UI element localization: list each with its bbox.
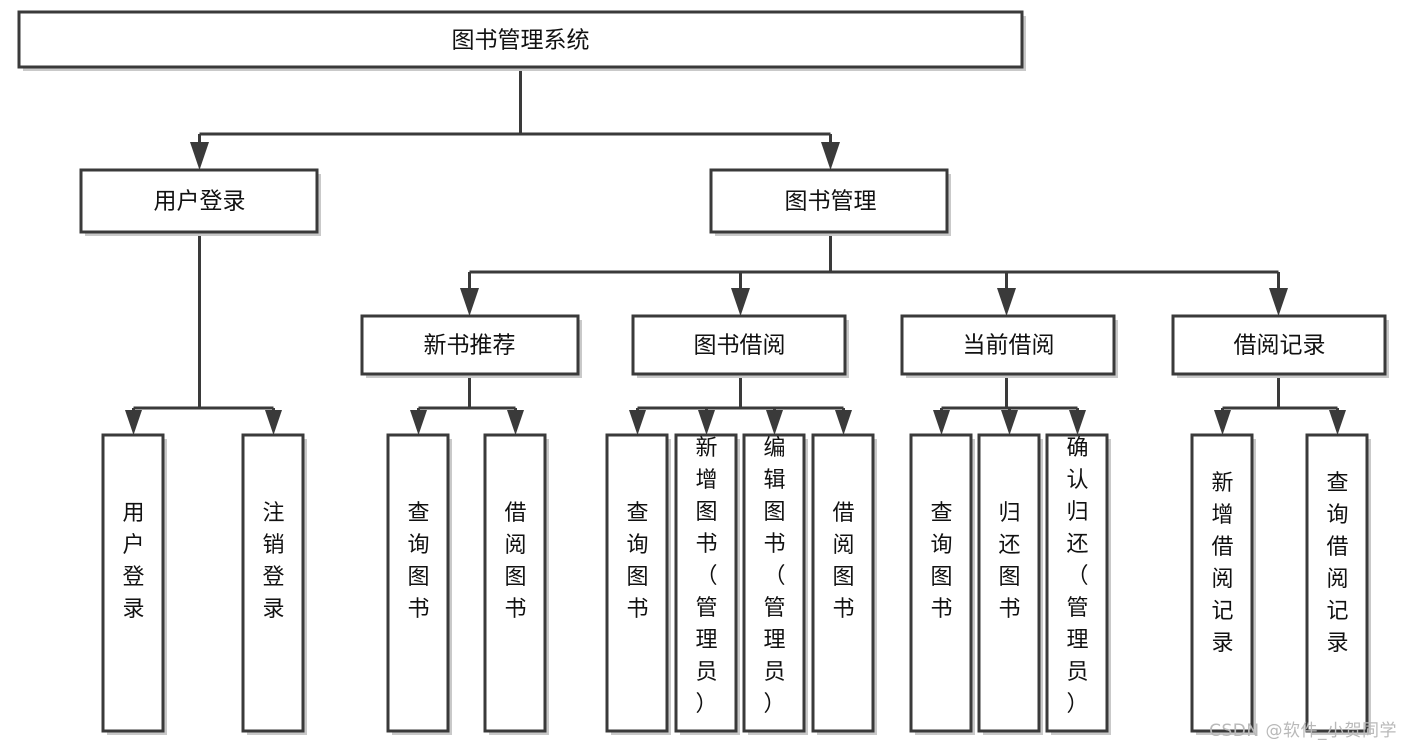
node-book-borrow[interactable]: 图书借阅	[631, 314, 849, 378]
node-leaf-query-book-1[interactable]: 查询图书	[386, 433, 452, 735]
book-manage-label: 图书管理	[785, 189, 877, 215]
leaf-add-record-label: 新增借阅记录	[1211, 471, 1233, 656]
node-borrow-record[interactable]: 借阅记录	[1171, 314, 1389, 378]
node-current-borrow[interactable]: 当前借阅	[900, 314, 1118, 378]
book-manage-box[interactable]	[709, 168, 949, 234]
leaf-query-record-label: 查询借阅记录	[1326, 471, 1348, 656]
leaf-query-book-2-label: 查询图书	[626, 501, 648, 622]
borrow-record-label: 借阅记录	[1234, 333, 1326, 359]
arrow-head-leaf-edit-book	[766, 410, 783, 435]
arrow-head-leaf-query-book-2	[629, 410, 646, 435]
leaf-return-book-box[interactable]	[977, 433, 1041, 733]
node-leaf-confirm-return[interactable]: 确认归还（管理员）	[1045, 433, 1111, 735]
arrow-head-leaf-add-record	[1214, 410, 1231, 435]
arrow-head-borrow-record	[1269, 288, 1288, 316]
leaf-borrow-book-1-box[interactable]	[483, 433, 547, 733]
leaf-query-record-box[interactable]	[1305, 433, 1369, 733]
node-user-login[interactable]: 用户登录	[79, 168, 321, 236]
node-leaf-edit-book[interactable]: 编辑图书（管理员）	[742, 433, 808, 735]
node-leaf-query-book-2[interactable]: 查询图书	[605, 433, 671, 735]
leaf-return-book-label: 归还图书	[998, 501, 1020, 622]
node-new-book-recommend[interactable]: 新书推荐	[360, 314, 582, 378]
arrow-head-leaf-user-login	[125, 410, 142, 435]
arrow-head-leaf-borrow-book-1	[507, 410, 524, 435]
node-leaf-borrow-book-1[interactable]: 借阅图书	[483, 433, 549, 735]
leaf-add-book-label: 新增图书（管理员）	[695, 436, 717, 717]
leaf-query-book-2-box[interactable]	[605, 433, 669, 733]
node-leaf-user-login[interactable]: 用户登录	[101, 433, 167, 735]
leaf-query-book-3-label: 查询图书	[930, 501, 952, 622]
node-leaf-return-book[interactable]: 归还图书	[977, 433, 1043, 735]
arrow-head-leaf-return-book	[1001, 410, 1018, 435]
new-book-recommend-box[interactable]	[360, 314, 580, 376]
arrow-head-leaf-logout-login	[265, 410, 282, 435]
leaf-user-login-label: 用户登录	[122, 501, 144, 622]
arrow-head-leaf-add-book	[698, 410, 715, 435]
leaf-borrow-book-2-box[interactable]	[811, 433, 875, 733]
book-borrow-box[interactable]	[631, 314, 847, 376]
current-borrow-label: 当前借阅	[963, 333, 1055, 359]
leaf-borrow-book-1-label: 借阅图书	[504, 501, 526, 622]
user-login-box[interactable]	[79, 168, 319, 234]
arrow-head-new-book-recommend	[460, 288, 479, 316]
leaf-confirm-return-box[interactable]	[1045, 433, 1109, 733]
arrow-head-book-manage	[821, 142, 840, 170]
leaf-user-login-box[interactable]	[101, 433, 165, 733]
leaf-query-book-1-box[interactable]	[386, 433, 450, 733]
leaf-add-book-box[interactable]	[674, 433, 738, 733]
borrow-record-box[interactable]	[1171, 314, 1387, 376]
arrow-head-book-borrow	[731, 288, 750, 316]
arrow-head-user-login	[190, 142, 209, 170]
arrow-head-current-borrow	[997, 288, 1016, 316]
book-borrow-label: 图书借阅	[694, 333, 786, 359]
node-leaf-borrow-book-2[interactable]: 借阅图书	[811, 433, 877, 735]
arrow-head-leaf-query-book-1	[410, 410, 427, 435]
arrow-head-leaf-query-book-3	[933, 410, 950, 435]
node-leaf-query-book-3[interactable]: 查询图书	[909, 433, 975, 735]
user-login-label: 用户登录	[154, 189, 246, 215]
node-leaf-logout-login[interactable]: 注销登录	[241, 433, 307, 735]
node-leaf-query-record[interactable]: 查询借阅记录	[1305, 433, 1371, 735]
root-box[interactable]	[17, 10, 1024, 69]
node-leaf-add-book[interactable]: 新增图书（管理员）	[674, 433, 740, 735]
leaf-borrow-book-2-label: 借阅图书	[832, 501, 854, 622]
leaf-logout-login-label: 注销登录	[262, 501, 284, 622]
leaf-query-book-3-box[interactable]	[909, 433, 973, 733]
leaf-add-record-box[interactable]	[1190, 433, 1254, 733]
arrow-head-leaf-borrow-book-2	[835, 410, 852, 435]
node-root[interactable]: 图书管理系统	[17, 10, 1026, 71]
leaf-edit-book-box[interactable]	[742, 433, 806, 733]
leaf-query-book-1-label: 查询图书	[407, 501, 429, 622]
arrow-head-leaf-query-record	[1329, 410, 1346, 435]
arrow-head-leaf-confirm-return	[1069, 410, 1086, 435]
node-leaf-add-record[interactable]: 新增借阅记录	[1190, 433, 1256, 735]
current-borrow-box[interactable]	[900, 314, 1116, 376]
root-label: 图书管理系统	[452, 28, 590, 54]
leaf-logout-login-box[interactable]	[241, 433, 305, 733]
new-book-recommend-label: 新书推荐	[424, 333, 516, 359]
leaf-confirm-return-label: 确认归还（管理员）	[1066, 436, 1088, 717]
node-book-manage[interactable]: 图书管理	[709, 168, 951, 236]
connector-layer	[125, 67, 1346, 435]
leaf-edit-book-label: 编辑图书（管理员）	[763, 436, 785, 717]
